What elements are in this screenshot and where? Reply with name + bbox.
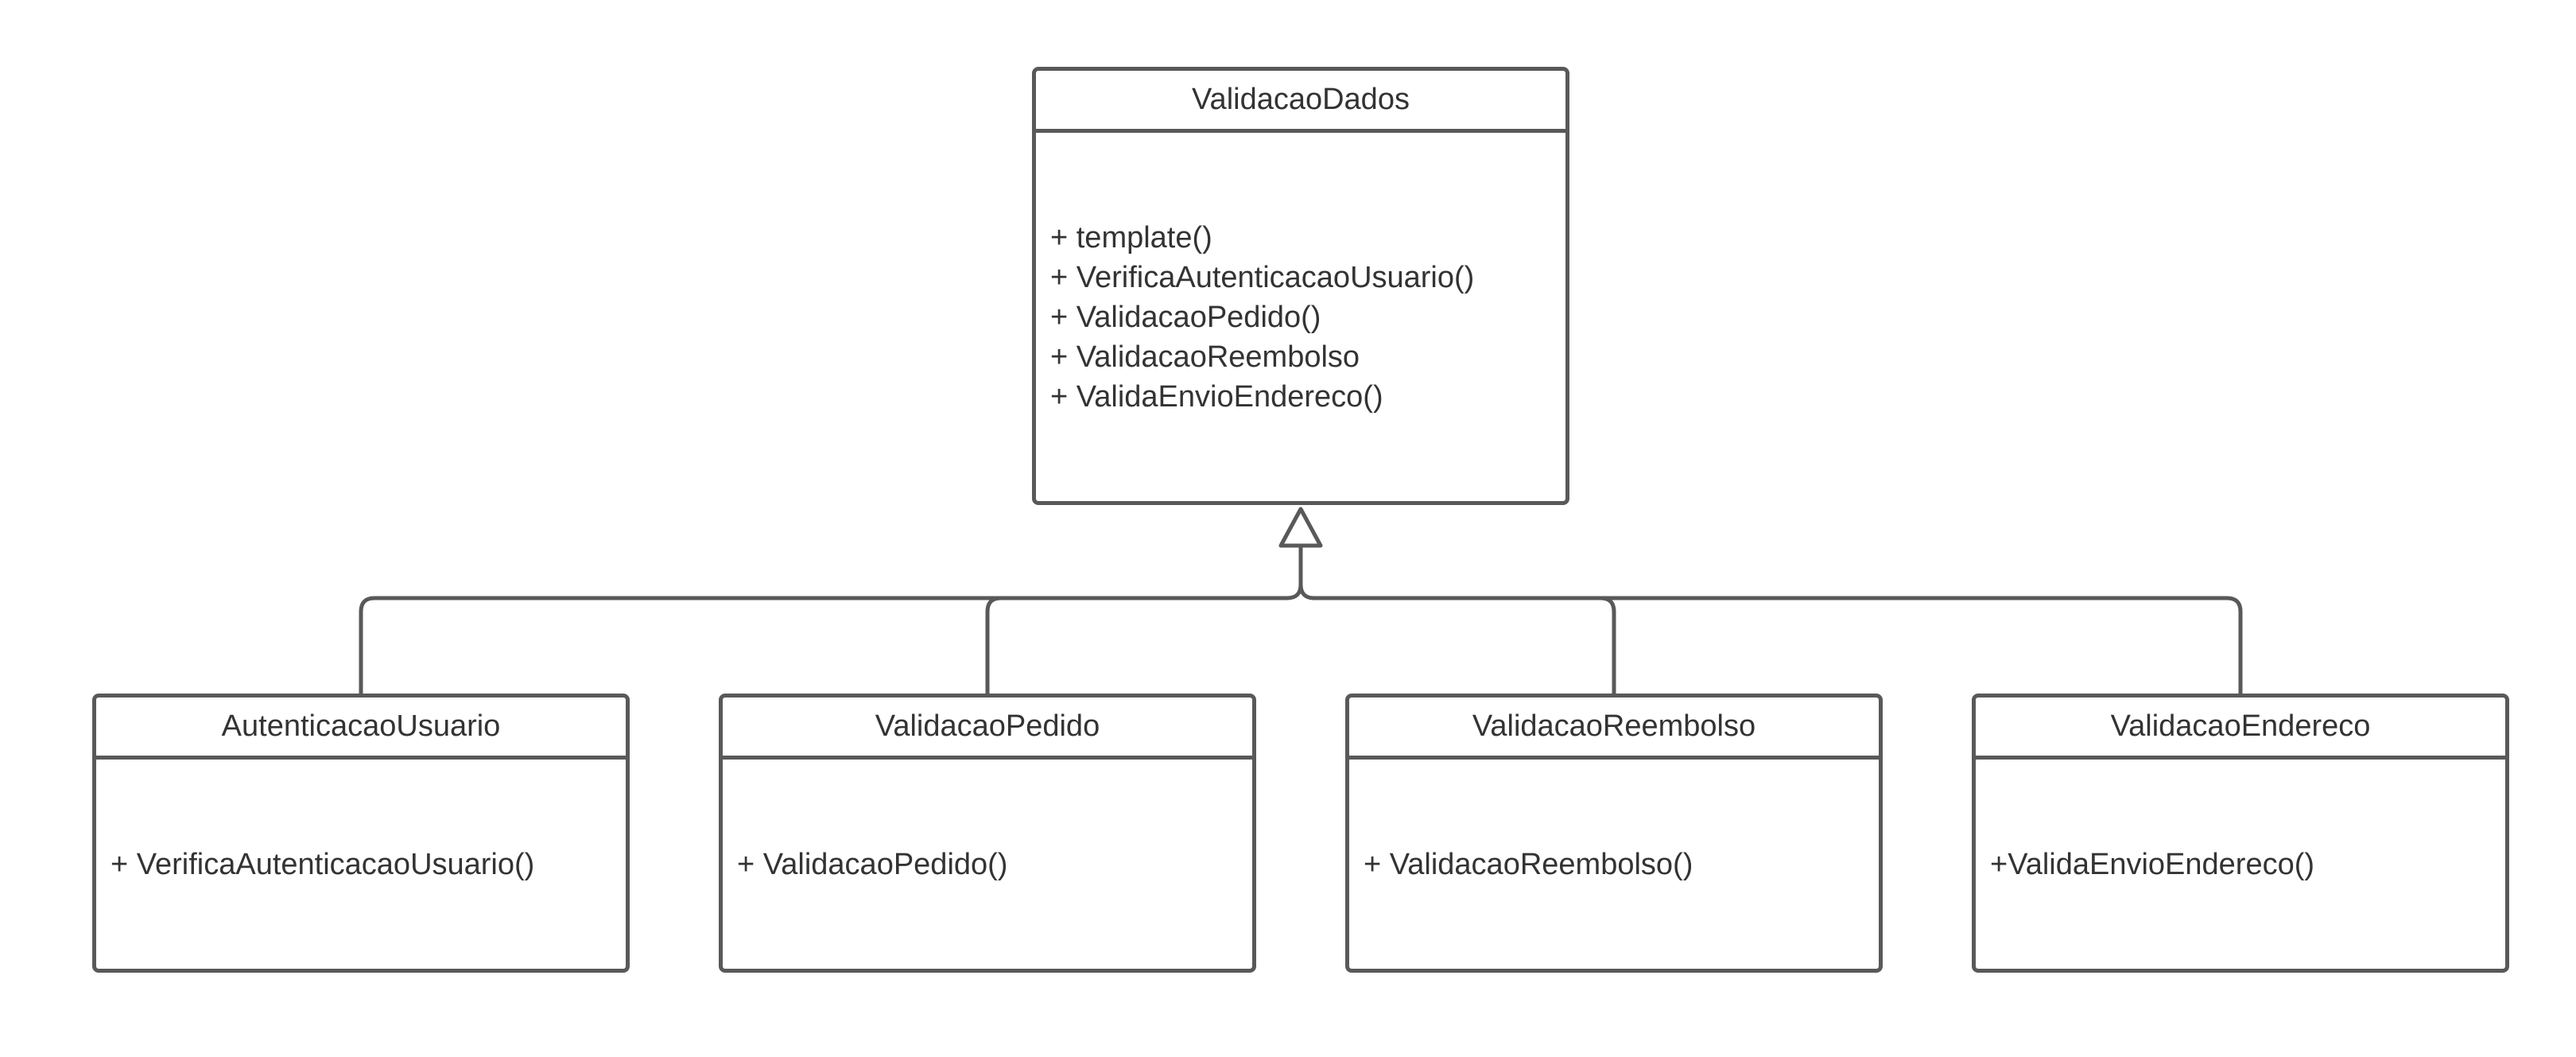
class-autenticacao-usuario[interactable]: AutenticacaoUsuario + VerificaAutenticac… (92, 694, 630, 973)
class-validacao-reembolso[interactable]: ValidacaoReembolso + ValidacaoReembolso(… (1345, 694, 1883, 973)
connector-validacao-reembolso (1298, 584, 1616, 694)
class-name: ValidacaoEndereco (1976, 698, 2505, 760)
class-name: ValidacaoReembolso (1349, 698, 1879, 760)
class-validacao-endereco[interactable]: ValidacaoEndereco +ValidaEnvioEndereco() (1972, 694, 2509, 973)
connector-validacao-endereco (1314, 596, 2243, 694)
connector-trunk (1286, 546, 1303, 600)
method-validacao-reembolso: + ValidacaoReembolso() (1364, 847, 1693, 881)
class-methods: + ValidacaoReembolso() (1349, 760, 1879, 969)
method-verifica-autenticacao-usuario: + VerificaAutenticacaoUsuario() (111, 847, 535, 881)
connector-validacao-pedido (985, 596, 1287, 694)
class-validacao-pedido[interactable]: ValidacaoPedido + ValidacaoPedido() (719, 694, 1256, 973)
method-validacao-pedido: + ValidacaoPedido() (1050, 300, 1321, 334)
method-validacao-pedido: + ValidacaoPedido() (737, 847, 1008, 881)
class-name: AutenticacaoUsuario (96, 698, 626, 760)
class-methods: + VerificaAutenticacaoUsuario() (96, 760, 626, 969)
method-template: + template() (1050, 220, 1212, 255)
class-validacao-dados[interactable]: ValidacaoDados + template() + VerificaAu… (1032, 67, 1569, 505)
connector-autenticacao-usuario (359, 596, 1287, 694)
method-valida-envio-endereco: +ValidaEnvioEndereco() (1990, 847, 2315, 881)
class-methods: + template() + VerificaAutenticacaoUsuar… (1036, 133, 1565, 501)
class-name: ValidacaoPedido (723, 698, 1252, 760)
inheritance-arrowhead (1278, 507, 1323, 548)
class-methods: + ValidacaoPedido() (723, 760, 1252, 969)
method-validacao-reembolso: + ValidacaoReembolso (1050, 340, 1360, 374)
method-verifica-autenticacao-usuario: + VerificaAutenticacaoUsuario() (1050, 260, 1475, 294)
class-name: ValidacaoDados (1036, 71, 1565, 133)
method-valida-envio-endereco: + ValidaEnvioEndereco() (1050, 379, 1383, 414)
class-methods: +ValidaEnvioEndereco() (1976, 760, 2505, 969)
